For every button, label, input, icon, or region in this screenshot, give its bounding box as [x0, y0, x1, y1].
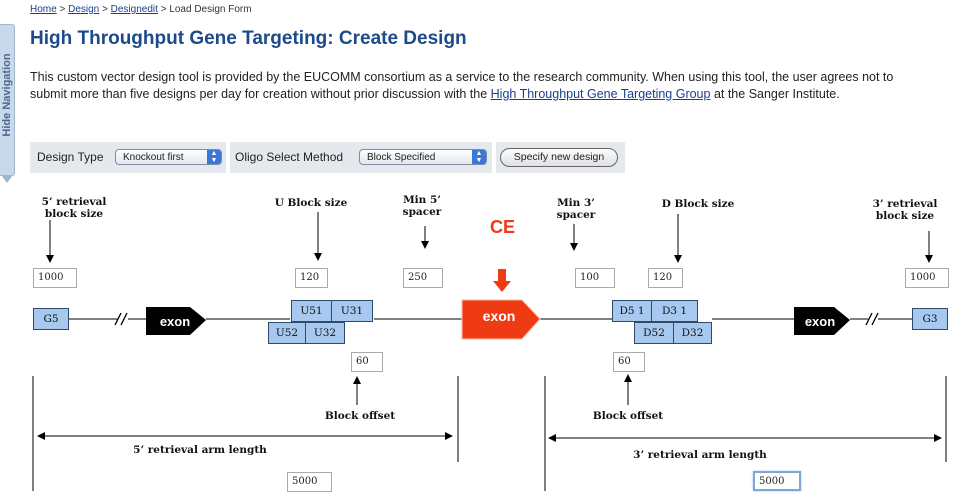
breadcrumb-current: Load Design Form [169, 4, 252, 15]
select-arrows-icon: ▲▼ [207, 150, 221, 164]
exon-left-shape [146, 307, 206, 335]
select-arrows-icon: ▲▼ [472, 150, 486, 164]
exon-right-shape [794, 307, 850, 335]
d32-block: D32 [673, 322, 712, 344]
design-type-value: Knockout first [123, 152, 184, 163]
min5-spacer-label-line2: spacer [402, 206, 442, 218]
d52-block: D52 [634, 322, 674, 344]
page-title: High Throughput Gene Targeting: Create D… [30, 28, 467, 49]
u52-block: U52 [268, 322, 306, 344]
arm5-length-input[interactable]: 5000 [287, 472, 332, 492]
breadcrumb-separator: > [160, 4, 167, 15]
d51-block: D5 1 [612, 300, 652, 322]
u32-block: U32 [305, 322, 345, 344]
breadcrumb-separator: > [102, 4, 108, 15]
g5-block: G5 [33, 308, 69, 330]
retrieval3-block-label-line2: block size [875, 210, 935, 222]
ce-label: CE [490, 217, 516, 237]
d31-block: D3 1 [651, 300, 698, 322]
breadcrumb: Home > Design > Designedit > Load Design… [30, 4, 252, 15]
block-offset-right-input[interactable]: 60 [613, 352, 645, 372]
min5-spacer-label-line1: Min 5’ [403, 194, 441, 206]
design-type-select[interactable]: Knockout first ▲▼ [115, 149, 222, 165]
d-block-size-input[interactable]: 120 [648, 268, 683, 288]
ce-arrow-icon [493, 269, 511, 292]
retrieval5-block-size-input[interactable]: 1000 [33, 268, 77, 288]
arm5-length-label: 5’ retrieval arm length [133, 444, 267, 456]
u-block-size-input[interactable]: 120 [295, 268, 328, 288]
retrieval3-block-label-line1: 3’ retrieval [872, 198, 938, 210]
arm3-length-label: 3’ retrieval arm length [633, 449, 767, 461]
breadcrumb-home-link[interactable]: Home [30, 4, 57, 15]
d-block-label: D Block size [661, 198, 735, 210]
oligo-method-select[interactable]: Block Specified ▲▼ [359, 149, 487, 165]
retrieval3-block-size-input[interactable]: 1000 [905, 268, 949, 288]
chevron-down-icon [1, 175, 13, 183]
oligo-method-label: Oligo Select Method [235, 150, 344, 164]
retrieval5-block-label-line2: block size [44, 208, 104, 220]
block-offset-left-input[interactable]: 60 [351, 352, 383, 372]
oligo-method-value: Block Specified [367, 152, 436, 163]
exon-left-label: exon [159, 314, 191, 329]
breadcrumb-designedit-link[interactable]: Designedit [110, 4, 158, 15]
htgt-group-link[interactable]: High Throughput Gene Targeting Group [490, 87, 711, 101]
intro-text: This custom vector design tool is provid… [30, 70, 894, 101]
u51-block: U51 [291, 300, 332, 322]
min3-spacer-input[interactable]: 100 [575, 268, 615, 288]
u-block-label: U Block size [274, 197, 348, 209]
specify-new-design-button[interactable]: Specify new design [500, 148, 618, 167]
g3-block: G3 [912, 308, 948, 330]
arm3-length-input[interactable]: 5000 [753, 471, 801, 491]
intro-text-end: at the Sanger Institute. [710, 87, 840, 101]
min3-spacer-label: Min 3’spacer [544, 197, 608, 221]
min3-spacer-label-line1: Min 3’ [557, 197, 595, 209]
min5-spacer-input[interactable]: 250 [403, 268, 443, 288]
design-type-label: Design Type [37, 150, 104, 164]
min3-spacer-label-line2: spacer [556, 209, 596, 221]
breadcrumb-design-link[interactable]: Design [68, 4, 100, 15]
exon-center-shape [461, 299, 541, 340]
hide-navigation-tab[interactable]: Hide Navigation [0, 24, 15, 183]
block-offset-left-label: Block offset [324, 410, 396, 422]
retrieval5-block-label-line1: 5’ retrieval [41, 196, 107, 208]
breadcrumb-separator: > [59, 4, 66, 15]
u31-block: U31 [331, 300, 373, 322]
intro-paragraph: This custom vector design tool is provid… [30, 69, 930, 103]
block-offset-right-label: Block offset [592, 410, 664, 422]
min5-spacer-label: Min 5’spacer [390, 194, 454, 218]
exon-center-label: exon [482, 308, 516, 324]
exon-right-label: exon [804, 314, 836, 329]
